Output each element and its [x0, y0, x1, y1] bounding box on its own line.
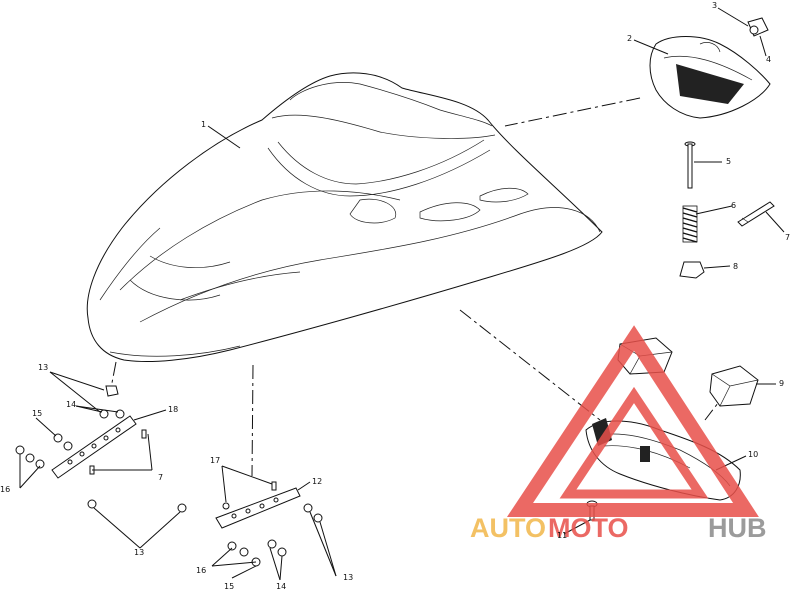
right-hinge-bracket-part	[215, 487, 301, 529]
callout-3: 3	[712, 1, 717, 10]
callout-12: 12	[312, 477, 322, 486]
watermark-hub: HUB	[708, 513, 767, 543]
callout-11: 11	[557, 531, 567, 540]
callout-7-left: 7	[158, 473, 163, 482]
leader-dashed	[504, 97, 641, 127]
leader-dashed	[459, 309, 601, 421]
callout-14: 14	[276, 582, 286, 591]
callout-14: 14	[66, 400, 76, 409]
callout-8: 8	[733, 262, 738, 271]
callout-15: 15	[224, 582, 234, 591]
callout-10: 10	[748, 450, 758, 459]
callout-2: 2	[627, 34, 632, 43]
watermark-logo: AUTO MOTO HUB	[470, 325, 767, 543]
callout-9: 9	[779, 379, 784, 388]
hood-part	[86, 72, 603, 363]
adjuster-screw-part	[684, 141, 696, 189]
headlight-housing-part	[649, 36, 771, 119]
spring-part	[682, 205, 698, 243]
nut-part	[679, 261, 705, 279]
leader-dashed	[251, 364, 254, 477]
callout-1: 1	[201, 120, 206, 129]
callout-4: 4	[766, 55, 771, 64]
callout-16: 16	[196, 566, 206, 575]
bulb-part	[747, 17, 769, 37]
leader-lines	[19, 7, 785, 581]
foam-block-part	[709, 365, 759, 407]
callout-18: 18	[168, 405, 178, 414]
callout-7: 7	[785, 233, 790, 242]
callout-6: 6	[731, 201, 736, 210]
left-fasteners	[15, 385, 187, 513]
leader-dashed	[110, 361, 117, 389]
strap-part	[737, 201, 775, 227]
watermark-moto: MOTO	[548, 513, 629, 543]
right-fasteners	[222, 481, 323, 567]
callout-5: 5	[726, 157, 731, 166]
callout-13: 13	[343, 573, 353, 582]
callout-13: 13	[134, 548, 144, 557]
callout-13: 13	[38, 363, 48, 372]
left-hinge-bracket-part	[51, 415, 137, 479]
callout-15: 15	[32, 409, 42, 418]
callout-17: 17	[210, 456, 220, 465]
callout-16: 16	[0, 485, 10, 494]
watermark-auto: AUTO	[470, 513, 546, 543]
